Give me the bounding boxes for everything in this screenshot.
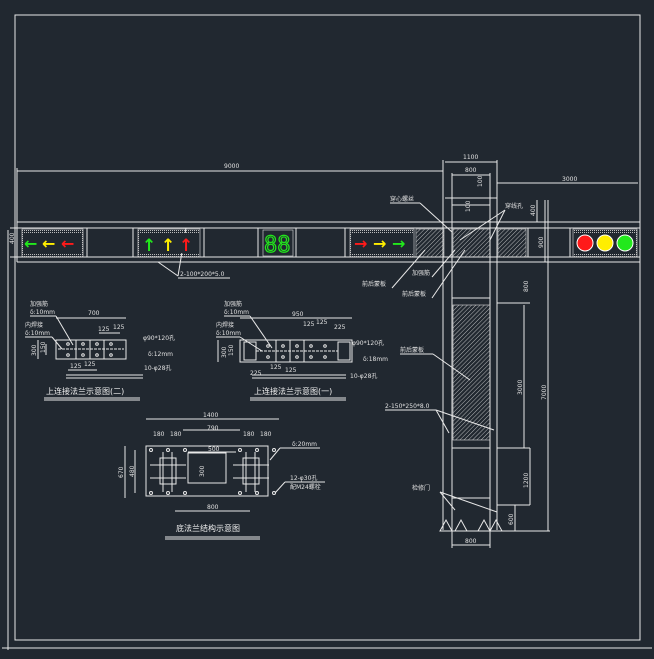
base-flange-drawing <box>124 418 279 540</box>
label-panel: 前后蒙板 <box>362 280 386 288</box>
flange2-weld-thickness: δ:10mm <box>25 330 50 337</box>
cantilever-dim: 3000 <box>562 176 577 183</box>
beam-plate-note: 2-100*200*5.0 <box>180 271 225 278</box>
signal-straight-arrows: ↑ ↑ ↑ <box>137 228 201 258</box>
dim-text: 400 <box>530 204 537 216</box>
label-panel: 前后蒙板 <box>402 290 426 298</box>
flange2-rib-thickness: δ:10mm <box>30 309 55 316</box>
column-width-dim: 1100 <box>463 154 478 161</box>
dim-text: 150 <box>40 341 47 353</box>
label-bolt: 穿心螺丝 <box>390 195 414 203</box>
arrow-left-green-icon: ← <box>24 234 37 253</box>
arrow-right-red-icon: → <box>354 234 367 253</box>
label-rib: 加强筋 <box>412 269 430 277</box>
column-plate-note: 2-150*250*8.0 <box>385 403 430 410</box>
arrow-up-green-icon: ↑ <box>142 236 156 256</box>
dim-text: 7000 <box>541 385 548 400</box>
red-light-icon <box>576 234 594 252</box>
arrow-right-green-icon: → <box>392 234 405 253</box>
dim-text: 500 <box>208 446 220 453</box>
flange2-hole-note: φ90*120孔 <box>143 334 175 342</box>
dim-text: 100 <box>477 175 484 187</box>
dim-text: 125 <box>70 363 82 370</box>
signal-right-arrows: → → → <box>349 228 415 258</box>
flange1-rib-thickness: δ:10mm <box>224 309 249 316</box>
flange2-title: 上连接法兰示意图(二) <box>46 386 124 396</box>
dim-text: 800 <box>523 280 530 292</box>
flange2-weld-label: 内焊接 <box>25 321 43 329</box>
dim-text: 900 <box>538 236 545 248</box>
flange2-rib-label: 加强筋 <box>30 300 48 308</box>
dim-text: 125 <box>303 321 315 328</box>
label-panel: 前后蒙板 <box>400 346 424 354</box>
beam-length-dim: 9000 <box>224 163 239 170</box>
flange1-bolt-note: 10-φ28孔 <box>350 372 377 380</box>
countdown-display: 88 <box>264 233 291 258</box>
upper-flange-2-drawing <box>37 317 143 379</box>
arrow-left-yellow-icon: ← <box>42 234 55 253</box>
label-access-door: 检修门 <box>412 484 430 492</box>
dim-text: 3000 <box>517 380 524 395</box>
flange1-rib-label: 加强筋 <box>224 300 242 308</box>
dim-text: 300 <box>199 465 206 477</box>
green-light-icon <box>616 234 634 252</box>
dim-text: 1200 <box>523 473 530 488</box>
dim-text: 125 <box>98 326 110 333</box>
dim-text: 125 <box>316 319 328 326</box>
arrow-left-red-icon: ← <box>61 234 74 253</box>
flange1-weld-thickness: δ:10mm <box>216 330 241 337</box>
base-flange-title: 底法兰结构示意图 <box>176 523 240 533</box>
dim-text: 790 <box>207 425 219 432</box>
dim-text: 125 <box>84 361 96 368</box>
arrow-up-red-icon: ↑ <box>179 236 193 256</box>
dim-text: 300 <box>221 346 228 358</box>
base-holes-note: 12-φ30孔 <box>290 474 317 482</box>
dim-text: 480 <box>129 465 136 477</box>
flange1-weld-label: 内焊接 <box>216 321 234 329</box>
arrow-up-yellow-icon: ↑ <box>161 236 175 256</box>
label-wire-hole: 穿线孔 <box>505 202 523 210</box>
dim-text: 1400 <box>203 412 218 419</box>
signal-round-lights <box>572 228 638 258</box>
beam-height-dim: 400 <box>9 232 16 244</box>
flange2-thickness: δ:12mm <box>148 351 173 358</box>
dim-text: 125 <box>270 364 282 371</box>
column-inner-dim: 800 <box>465 167 477 174</box>
dim-text: 800 <box>207 504 219 511</box>
dim-text: 180 <box>260 431 272 438</box>
flange1-title: 上连接法兰示意图(一) <box>254 386 332 396</box>
signal-left-arrows: ← ← ← <box>21 228 84 258</box>
dim-text: 225 <box>334 324 346 331</box>
drawing-frame <box>14 14 641 641</box>
dim-text: 100 <box>465 200 472 212</box>
dim-text: 600 <box>508 513 515 525</box>
dim-text: 225 <box>250 370 262 377</box>
base-thickness: δ:20mm <box>292 441 317 448</box>
dim-text: 180 <box>243 431 255 438</box>
yellow-light-icon <box>596 234 614 252</box>
base-bolt-note: 配M24螺栓 <box>290 483 321 491</box>
flange1-thickness: δ:18mm <box>363 356 388 363</box>
dim-text: 150 <box>228 344 235 356</box>
dim-text: 950 <box>292 311 304 318</box>
dim-text: 125 <box>285 367 297 374</box>
crossarm-beam <box>10 168 640 263</box>
dim-text: 670 <box>118 466 125 478</box>
dim-text: 180 <box>170 431 182 438</box>
dim-text: 125 <box>113 324 125 331</box>
flange2-bolt-note: 10-φ28孔 <box>144 364 171 372</box>
flange1-hole-note: φ90*120孔 <box>352 339 384 347</box>
upper-flange-1-drawing <box>217 317 353 379</box>
dim-text: 300 <box>31 344 38 356</box>
signal-pole-column <box>439 160 550 548</box>
dim-text: 180 <box>153 431 165 438</box>
dim-text: 700 <box>88 310 100 317</box>
column-base-dim: 800 <box>465 538 477 545</box>
arrow-right-yellow-icon: → <box>373 234 386 253</box>
